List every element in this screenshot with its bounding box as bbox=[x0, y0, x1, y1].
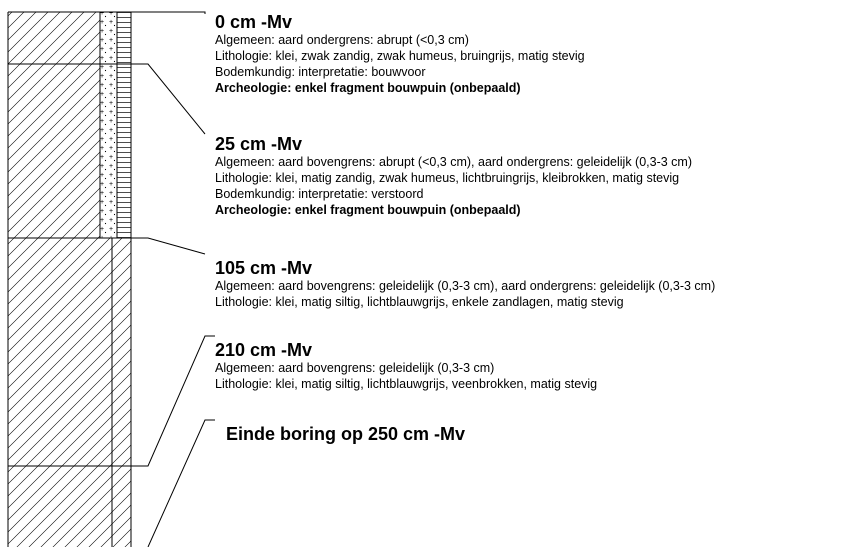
layer-description-line: Bodemkundig: interpretatie: bouwvoor bbox=[215, 65, 426, 79]
leader-line-25 bbox=[131, 63, 206, 135]
layer-description-line: Lithologie: klei, zwak zandig, zwak hume… bbox=[215, 49, 585, 63]
depth-label: 210 cm -Mv bbox=[215, 340, 313, 360]
leader-line-105 bbox=[131, 237, 206, 255]
end-of-boring-label: Einde boring op 250 cm -Mv bbox=[226, 424, 466, 444]
layer-description-line: Lithologie: klei, matig siltig, lichtbla… bbox=[215, 295, 624, 309]
depth-label: 0 cm -Mv bbox=[215, 12, 293, 32]
layer-210: 210 cm -Mv Algemeen: aard bovengrens: ge… bbox=[215, 340, 597, 392]
layer-description-line: Algemeen: aard ondergrens: abrupt (<0,3 … bbox=[215, 33, 469, 47]
layer-105: 105 cm -Mv Algemeen: aard bovengrens: ge… bbox=[215, 258, 715, 310]
layer-0: 0 cm -Mv Algemeen: aard ondergrens: abru… bbox=[215, 12, 585, 96]
layer-description-line: Lithologie: klei, matig siltig, lichtbla… bbox=[215, 377, 598, 391]
leader-line-0 bbox=[131, 11, 206, 14]
layer-description-line: Algemeen: aard bovengrens: geleidelijk (… bbox=[215, 279, 716, 293]
layer-description-line: Bodemkundig: interpretatie: verstoord bbox=[215, 187, 424, 201]
layer-description-line: Algemeen: aard bovengrens: abrupt (<0,3 … bbox=[215, 155, 692, 169]
leader-line-210 bbox=[131, 335, 215, 467]
layer-description-line: Lithologie: klei, matig zandig, zwak hum… bbox=[215, 171, 680, 185]
layer-description-line: Algemeen: aard bovengrens: geleidelijk (… bbox=[215, 361, 495, 375]
leader-line-end bbox=[147, 419, 215, 547]
layer-archeology-line: Archeologie: enkel fragment bouwpuin (on… bbox=[215, 81, 521, 95]
layer-archeology-line: Archeologie: enkel fragment bouwpuin (on… bbox=[215, 203, 521, 217]
layer-25: 25 cm -Mv Algemeen: aard bovengrens: abr… bbox=[215, 134, 692, 218]
depth-label: 105 cm -Mv bbox=[215, 258, 313, 278]
depth-label: 25 cm -Mv bbox=[215, 134, 303, 154]
